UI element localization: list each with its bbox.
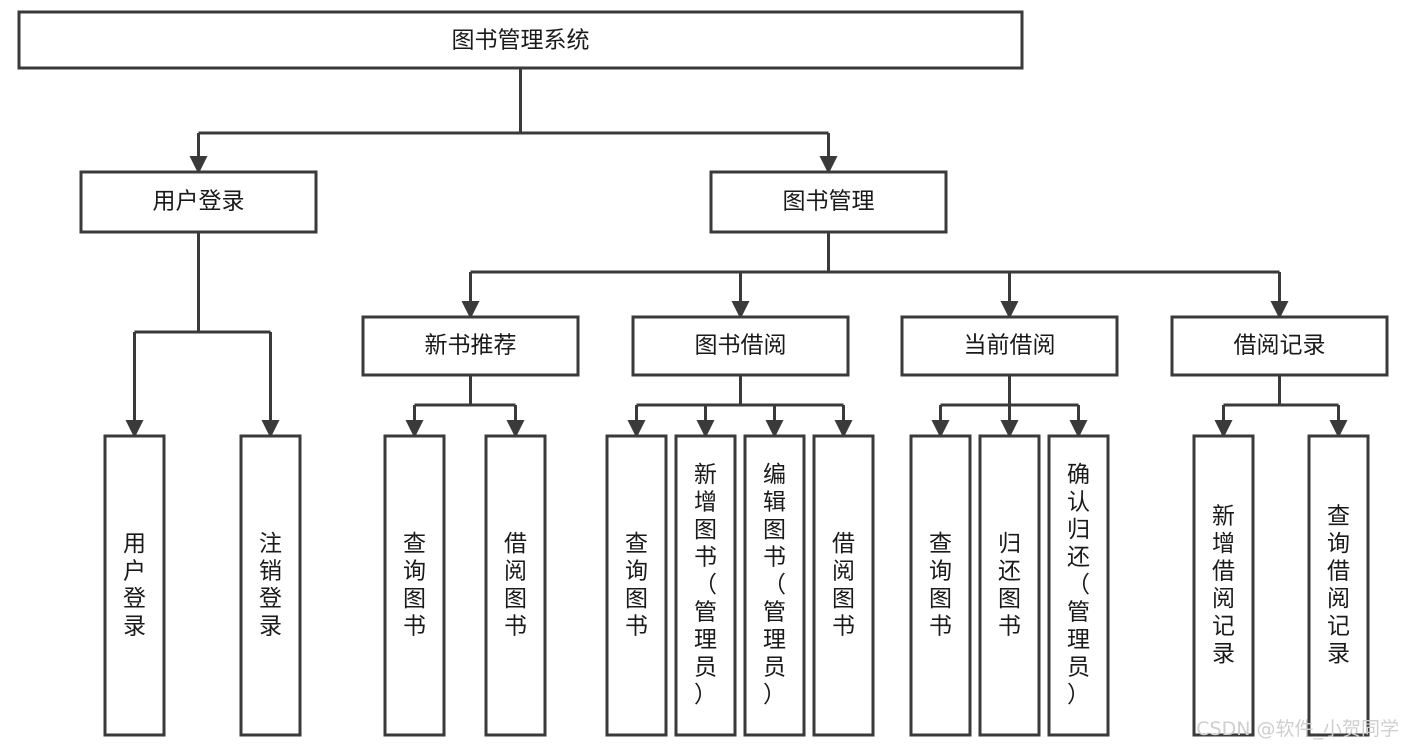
leaf-new-book-1-box[interactable] bbox=[383, 434, 446, 737]
leaf-current-borrow-2[interactable]: 归还图书 bbox=[978, 434, 1041, 737]
leaf-borrow-record-2-box[interactable] bbox=[1307, 434, 1370, 737]
node-user-login-box[interactable] bbox=[79, 170, 318, 234]
leaf-book-borrow-2-label: 新增图书（管理员） bbox=[694, 462, 717, 708]
leaf-borrow-record-1[interactable]: 新增借阅记录 bbox=[1192, 434, 1255, 737]
node-root[interactable]: 图书管理系统 bbox=[17, 10, 1024, 70]
node-user-login-label: 用户登录 bbox=[153, 189, 245, 215]
leaf-book-borrow-3-label: 编辑图书（管理员） bbox=[763, 462, 786, 708]
leaf-current-borrow-3-box[interactable] bbox=[1047, 434, 1110, 737]
leaf-current-borrow-2-label: 归还图书 bbox=[998, 530, 1021, 639]
leaf-current-borrow-2-box[interactable] bbox=[978, 434, 1041, 737]
leaf-borrow-record-1-label: 新增借阅记录 bbox=[1212, 503, 1235, 667]
leaf-book-borrow-3[interactable]: 编辑图书（管理员） bbox=[743, 434, 806, 737]
csdn-watermark: CSDN @软件_小贺同学 bbox=[1196, 718, 1399, 740]
node-current-borrow[interactable]: 当前借阅 bbox=[900, 315, 1119, 377]
leaf-user-login-1-box[interactable] bbox=[103, 434, 166, 737]
connector-layer bbox=[125, 68, 1348, 438]
node-current-borrow-label: 当前借阅 bbox=[964, 333, 1056, 359]
leaf-user-login-1-label: 用户登录 bbox=[123, 530, 146, 639]
leaf-borrow-record-2[interactable]: 查询借阅记录 bbox=[1307, 434, 1370, 737]
leaf-current-borrow-3-label: 确认归还（管理员） bbox=[1067, 462, 1090, 708]
leaf-new-book-2[interactable]: 借阅图书 bbox=[484, 434, 547, 737]
leaf-book-borrow-1-box[interactable] bbox=[605, 434, 668, 737]
leaf-book-borrow-1-label: 查询图书 bbox=[625, 530, 648, 639]
node-current-borrow-box[interactable] bbox=[900, 315, 1119, 377]
node-book-manage[interactable]: 图书管理 bbox=[709, 170, 948, 234]
leaf-new-book-2-box[interactable] bbox=[484, 434, 547, 737]
leaf-book-borrow-4-label: 借阅图书 bbox=[832, 530, 855, 639]
leaf-current-borrow-1-label: 查询图书 bbox=[929, 530, 952, 639]
leaf-book-borrow-4-box[interactable] bbox=[812, 434, 875, 737]
leaf-new-book-2-label: 借阅图书 bbox=[504, 530, 527, 639]
node-new-book-recommend[interactable]: 新书推荐 bbox=[361, 315, 580, 377]
node-user-login[interactable]: 用户登录 bbox=[79, 170, 318, 234]
node-root-label: 图书管理系统 bbox=[452, 28, 590, 54]
leaf-new-book-1-label: 查询图书 bbox=[403, 530, 426, 639]
node-book-borrow-label: 图书借阅 bbox=[695, 333, 787, 359]
node-borrow-record-box[interactable] bbox=[1170, 315, 1389, 377]
node-new-book-recommend-box[interactable] bbox=[361, 315, 580, 377]
node-borrow-record-label: 借阅记录 bbox=[1234, 333, 1326, 359]
node-book-manage-label: 图书管理 bbox=[783, 189, 875, 215]
leaf-book-borrow-3-box[interactable] bbox=[743, 434, 806, 737]
leaf-user-login-1[interactable]: 用户登录 bbox=[103, 434, 166, 737]
leaf-user-login-2-box[interactable] bbox=[239, 434, 302, 737]
leaf-book-borrow-4[interactable]: 借阅图书 bbox=[812, 434, 875, 737]
leaf-current-borrow-1[interactable]: 查询图书 bbox=[909, 434, 972, 737]
node-root-box[interactable] bbox=[17, 10, 1024, 70]
leaf-user-login-2-label: 注销登录 bbox=[259, 530, 282, 639]
node-book-borrow-box[interactable] bbox=[631, 315, 850, 377]
node-new-book-recommend-label: 新书推荐 bbox=[425, 333, 517, 359]
node-book-borrow[interactable]: 图书借阅 bbox=[631, 315, 850, 377]
leaf-current-borrow-3[interactable]: 确认归还（管理员） bbox=[1047, 434, 1110, 737]
leaf-book-borrow-2[interactable]: 新增图书（管理员） bbox=[674, 434, 737, 737]
leaf-user-login-2[interactable]: 注销登录 bbox=[239, 434, 302, 737]
leaf-book-borrow-1[interactable]: 查询图书 bbox=[605, 434, 668, 737]
leaf-book-borrow-2-box[interactable] bbox=[674, 434, 737, 737]
leaf-new-book-1[interactable]: 查询图书 bbox=[383, 434, 446, 737]
leaf-current-borrow-1-box[interactable] bbox=[909, 434, 972, 737]
leaf-borrow-record-1-box[interactable] bbox=[1192, 434, 1255, 737]
node-book-manage-box[interactable] bbox=[709, 170, 948, 234]
leaf-borrow-record-2-label: 查询借阅记录 bbox=[1327, 503, 1350, 667]
node-borrow-record[interactable]: 借阅记录 bbox=[1170, 315, 1389, 377]
